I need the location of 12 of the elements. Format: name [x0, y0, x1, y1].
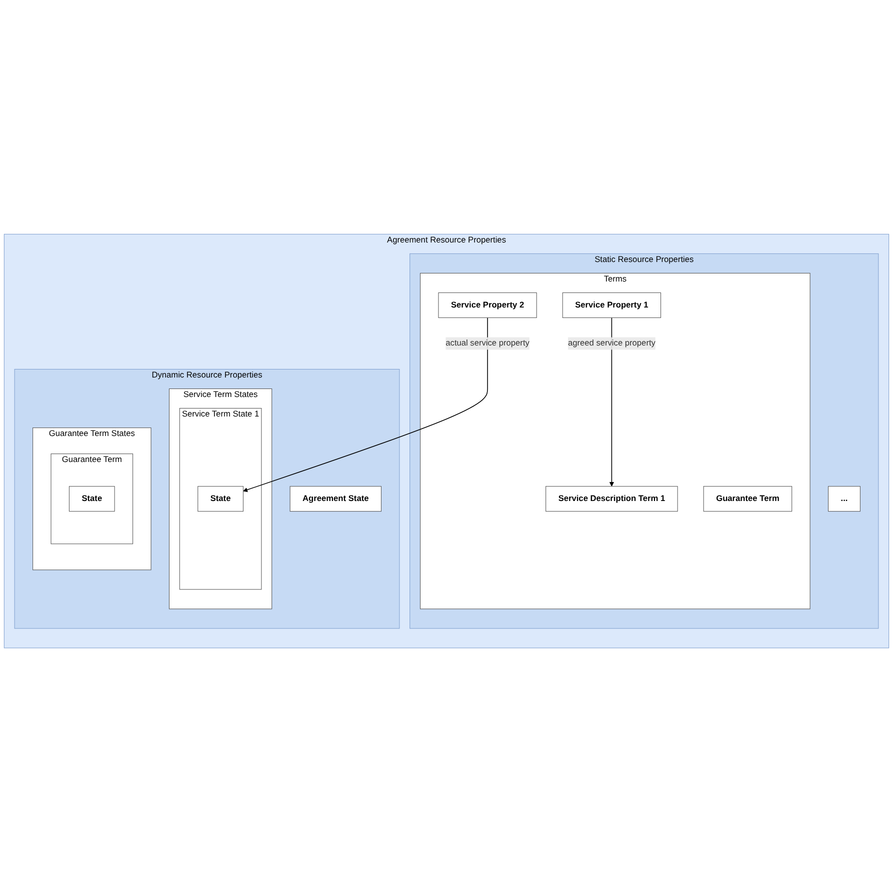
node-box: Guarantee Term [703, 486, 792, 512]
node-box: Service Description Term 1 [546, 486, 678, 512]
node-box: Service Property 1 [562, 292, 662, 318]
node-box: Agreement State [290, 486, 382, 512]
node-box: Service Property 2 [438, 292, 537, 318]
edge-label: actual service property [446, 339, 530, 348]
node-box: State [68, 486, 115, 512]
node-box: State [198, 486, 244, 512]
arrow [609, 318, 614, 487]
edge-label: agreed service property [568, 339, 656, 348]
arrow [243, 318, 488, 492]
node-box: ... [828, 486, 860, 512]
